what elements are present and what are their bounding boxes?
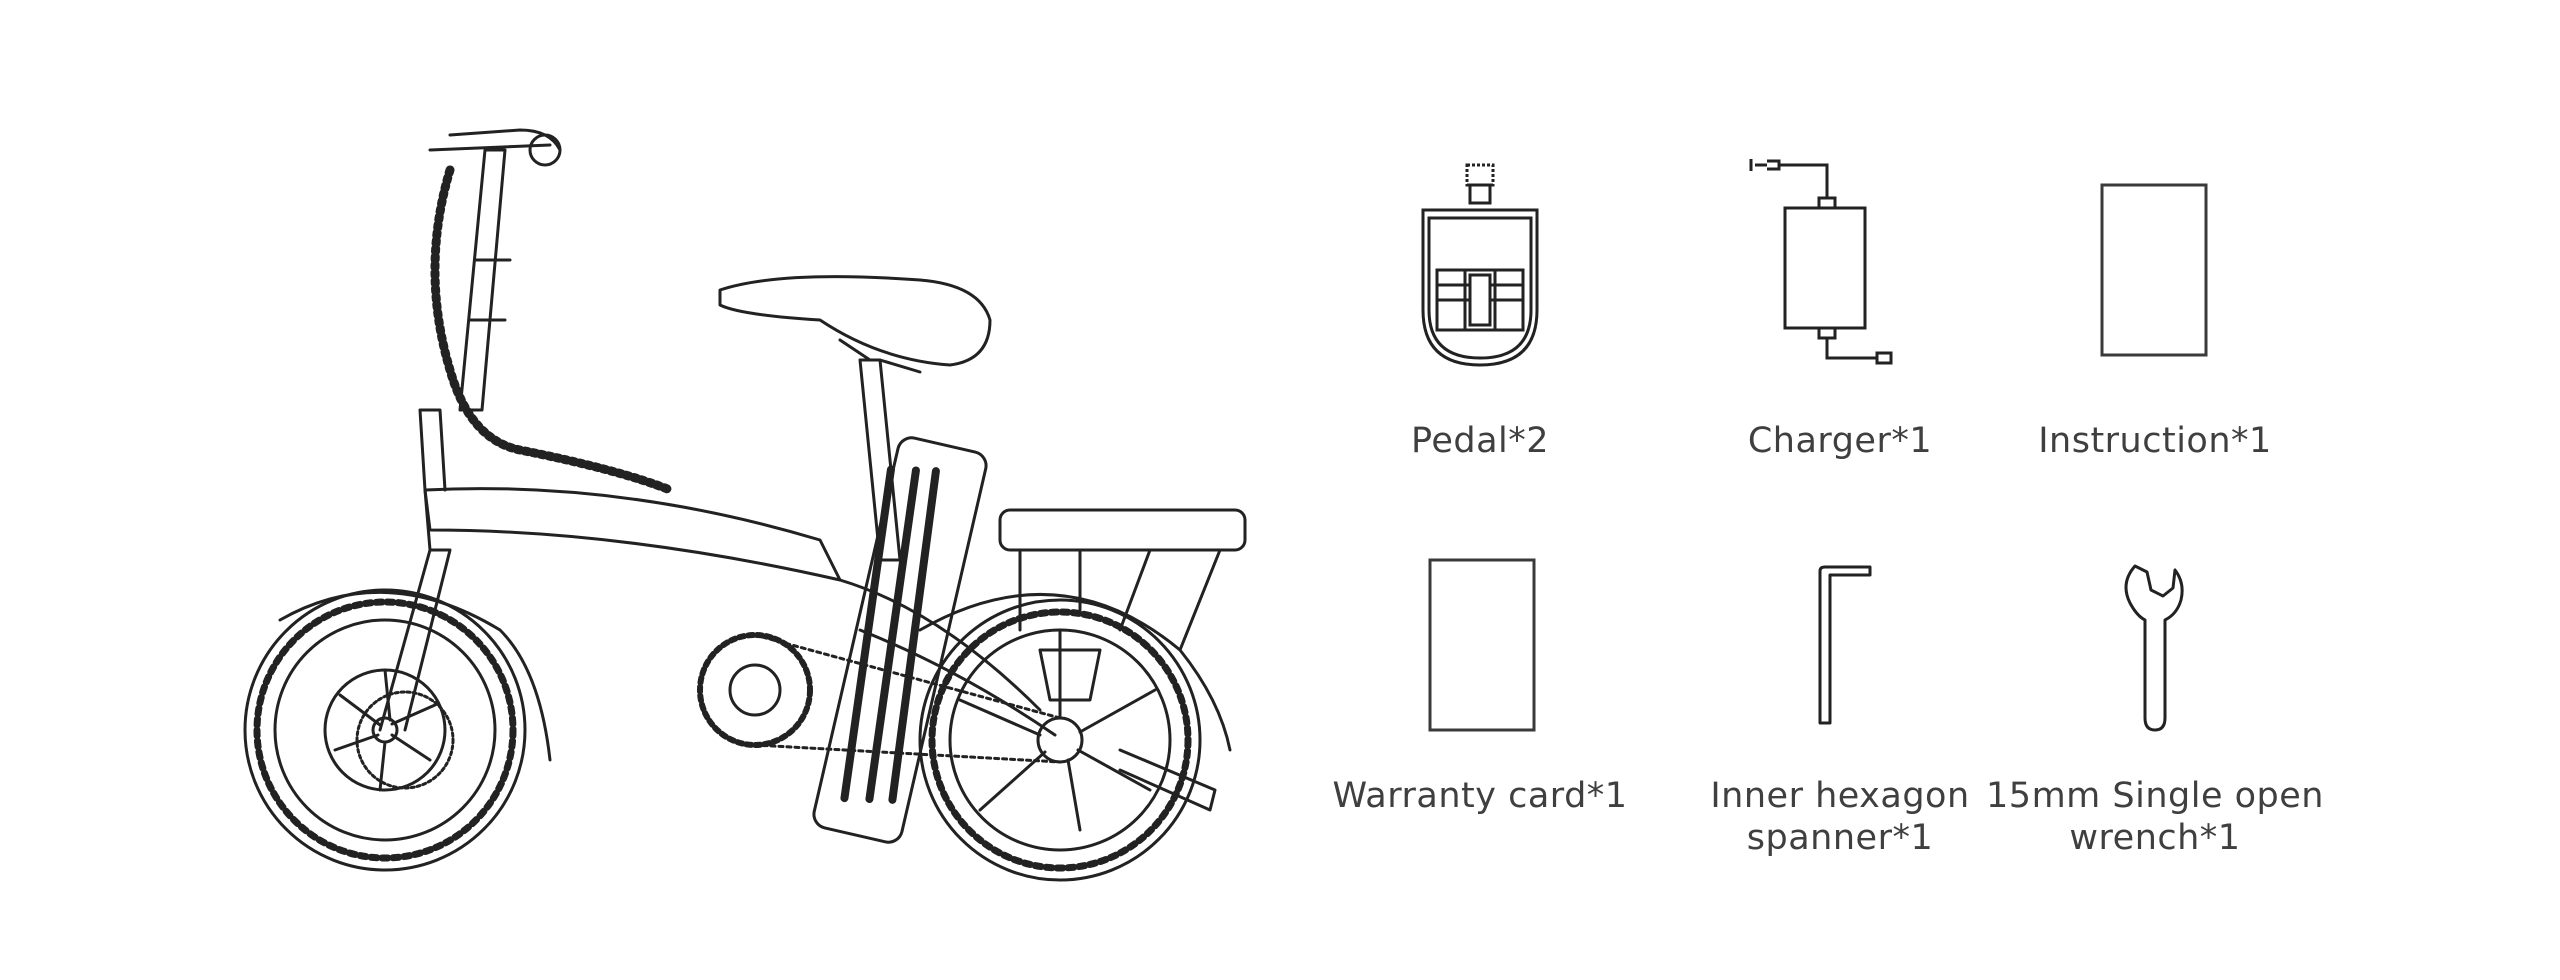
front-wheel xyxy=(243,588,527,872)
saddle xyxy=(718,275,992,367)
ebike-drawing xyxy=(243,128,1247,882)
charger-label: Charger*1 xyxy=(1747,421,1933,461)
pedal-item xyxy=(1405,150,1555,380)
battery-pack xyxy=(812,436,988,844)
instruction-booklet-icon xyxy=(2100,183,2208,356)
charger-icon xyxy=(1749,158,1893,364)
warranty-card-item xyxy=(1425,555,1540,735)
hex-key-item xyxy=(1795,560,1885,730)
handlebar-stem xyxy=(458,148,507,412)
open-wrench-icon xyxy=(2124,564,2184,731)
open-wrench-item xyxy=(2105,555,2205,735)
rear-fender xyxy=(918,592,1232,752)
pedal-label: Pedal*2 xyxy=(1410,421,1550,461)
hex-key-icon xyxy=(1818,565,1872,724)
charger-item xyxy=(1735,150,1905,370)
pedal-icon xyxy=(1421,163,1539,367)
warranty-card-label: Warranty card*1 xyxy=(1332,776,1628,816)
rear-wheel xyxy=(918,598,1202,882)
instruction-label: Instruction*1 xyxy=(2038,421,2272,461)
folding-ebike-illustration xyxy=(220,110,1290,930)
front-fork xyxy=(378,548,452,732)
front-fender xyxy=(278,590,552,762)
open-wrench-label: 15mm Single open wrench*1 xyxy=(1986,776,2324,858)
rear-rack-seat xyxy=(998,508,1247,552)
brake-cable xyxy=(430,165,675,495)
warranty-card-icon xyxy=(1428,558,1535,731)
instruction-item xyxy=(2095,180,2215,360)
hex-key-label: Inner hexagon spanner*1 xyxy=(1710,776,1970,858)
